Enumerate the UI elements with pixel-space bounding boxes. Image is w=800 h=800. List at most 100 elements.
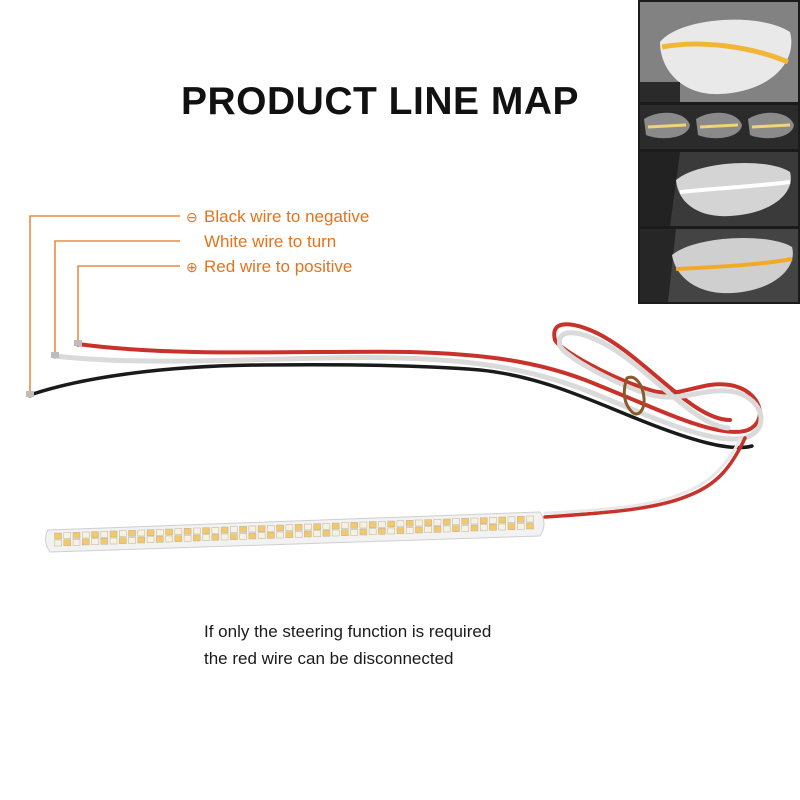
led-chip <box>442 518 451 526</box>
wire-bundle <box>28 322 764 519</box>
led-chip <box>100 531 109 538</box>
led-chip <box>267 532 275 539</box>
led-chip <box>424 519 432 526</box>
led-chip <box>193 534 201 542</box>
led-chip <box>267 525 275 532</box>
black-wire <box>28 363 754 450</box>
led-chip <box>137 536 146 544</box>
led-chip <box>415 526 423 534</box>
led-chip <box>479 524 488 531</box>
led-chip <box>507 516 516 523</box>
page-title: PRODUCT LINE MAP <box>181 80 579 123</box>
led-chip <box>516 516 525 523</box>
led-chip <box>239 526 247 533</box>
led-chip <box>516 523 525 530</box>
led-chip <box>137 529 146 537</box>
led-chip <box>276 531 284 539</box>
led-chip <box>294 531 303 538</box>
led-chip <box>442 525 451 533</box>
led-chip <box>350 529 358 536</box>
led-chip <box>54 539 62 547</box>
legend-text: White wire to turn <box>204 232 337 251</box>
red-wire <box>76 322 762 434</box>
led-chip <box>461 525 469 532</box>
led-chip <box>128 537 136 544</box>
led-chip <box>489 524 497 531</box>
led-chip <box>368 528 377 535</box>
led-chip <box>341 529 349 536</box>
led-chip <box>304 523 312 531</box>
led-chip <box>100 538 109 545</box>
led-chip <box>202 527 210 534</box>
legend-text: Black wire to negative <box>204 207 370 226</box>
led-chip <box>72 532 81 539</box>
led-chip <box>331 522 340 530</box>
led-chip <box>322 523 331 530</box>
wire-down-to-strip-white <box>543 438 742 515</box>
led-chip <box>82 531 90 539</box>
thumbnail-sequence <box>640 105 798 149</box>
led-chip <box>405 520 414 527</box>
led-chip <box>119 537 127 544</box>
led-chip <box>350 522 358 529</box>
led-chip <box>257 525 266 532</box>
led-chip <box>156 529 164 536</box>
led-chip <box>396 527 405 534</box>
led-chip <box>248 525 257 533</box>
leader-black <box>29 215 180 395</box>
led-chip <box>452 525 460 532</box>
led-chip <box>322 530 331 537</box>
led-chip <box>378 528 386 535</box>
minus-icon: ⊖ <box>186 209 198 225</box>
leader-lines <box>29 215 180 395</box>
led-chip <box>128 530 136 537</box>
legend-red-wire: ⊕ Red wire to positive <box>186 257 352 277</box>
led-chip <box>220 533 229 541</box>
led-chip <box>294 524 303 531</box>
led-chip <box>359 521 368 529</box>
led-chip <box>498 516 506 524</box>
led-chip <box>276 524 284 532</box>
led-chip <box>183 528 192 535</box>
led-chip <box>387 520 395 528</box>
led-chip <box>433 519 442 526</box>
led-chip <box>452 518 460 525</box>
plus-icon: ⊕ <box>186 259 198 275</box>
white-wire-tip <box>51 352 59 358</box>
red-wire-tip <box>74 340 82 346</box>
led-chip <box>526 522 534 530</box>
led-row <box>54 515 534 547</box>
led-chip <box>405 527 414 534</box>
led-chip <box>165 528 173 536</box>
led-chip <box>91 538 99 545</box>
led-chip <box>211 527 220 534</box>
led-chip <box>470 517 479 525</box>
led-chip <box>387 527 395 535</box>
led-chip <box>183 535 192 542</box>
led-chip <box>63 539 72 546</box>
led-chip <box>248 532 257 540</box>
led-chip <box>526 515 534 523</box>
led-chip <box>257 532 266 539</box>
leader-white <box>54 240 180 356</box>
led-chip <box>119 530 127 537</box>
legend-text: Red wire to positive <box>204 257 353 276</box>
led-chip <box>82 538 90 546</box>
thumbnail-amber-sweep <box>640 2 798 102</box>
led-chip <box>174 535 183 542</box>
led-chip <box>461 518 469 525</box>
led-chip <box>313 523 321 530</box>
led-chip <box>63 532 72 539</box>
legend-white-wire: White wire to turn <box>186 232 336 252</box>
note-line-1: If only the steering function is require… <box>204 622 492 641</box>
black-wire-tip <box>26 391 34 397</box>
led-chip <box>165 535 173 543</box>
led-chip <box>72 539 81 546</box>
led-chip <box>507 523 516 530</box>
legend-black-wire: ⊖ Black wire to negative <box>186 207 369 227</box>
leader-red <box>77 265 180 344</box>
led-chip <box>470 524 479 532</box>
led-chip <box>54 532 62 540</box>
note-line-2: the red wire can be disconnected <box>204 649 454 668</box>
